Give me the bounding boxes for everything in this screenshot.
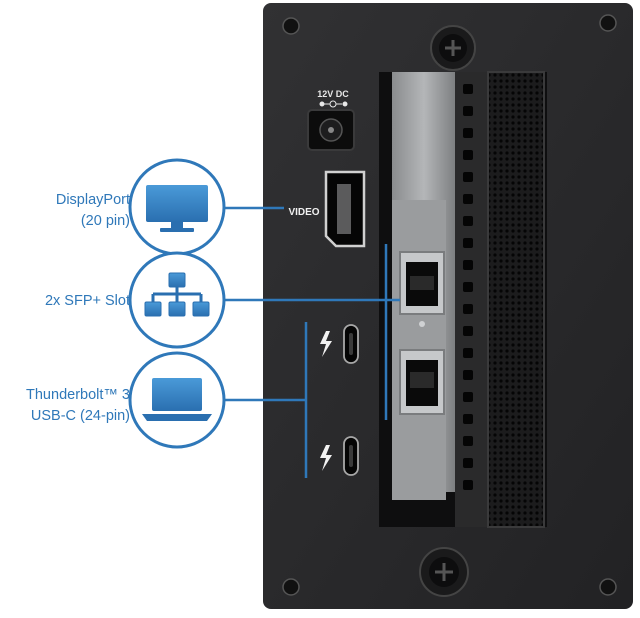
displayport-label-line2: (20 pin): [80, 213, 130, 229]
network-icon: [144, 272, 210, 317]
thunderbolt-icon: [320, 331, 332, 357]
vent-slots: [463, 84, 473, 490]
sfp-led-1: [419, 321, 425, 327]
thunderbolt-label-line2: USB-C (24-pin): [30, 408, 130, 424]
mesh-vent: [488, 72, 544, 527]
callout-lines: [224, 206, 400, 478]
thumbscrew-top: [430, 25, 476, 71]
thumbscrew-bottom: [419, 547, 469, 597]
power-label: 12V DC: [317, 89, 349, 99]
displayport-label: DisplayPort (20 pin): [56, 190, 130, 232]
corner-screws: [282, 14, 617, 596]
monitor-icon: [146, 185, 208, 232]
thunderbolt-label: Thunderbolt™ 3 USB-C (24-pin): [26, 385, 130, 427]
thunderbolt-label-line1: Thunderbolt™ 3: [26, 387, 130, 403]
thunderbolt-icon: [320, 445, 332, 471]
video-label: VIDEO: [288, 207, 319, 218]
sfp-cage-2[interactable]: [399, 349, 445, 415]
power-polarity-icon: [319, 100, 348, 108]
sfp-label: 2x SFP+ Slot: [45, 291, 130, 312]
thunderbolt-callout: [128, 351, 226, 449]
sfp-callout: [128, 251, 226, 349]
displayport-callout: [128, 158, 226, 256]
sfp-cage-1[interactable]: [399, 251, 445, 315]
sfp-label-line1: 2x SFP+ Slot: [44, 293, 130, 309]
laptop-icon: [142, 378, 212, 421]
vent-column: [455, 72, 493, 527]
displayport-label-line1: DisplayPort: [55, 192, 130, 208]
